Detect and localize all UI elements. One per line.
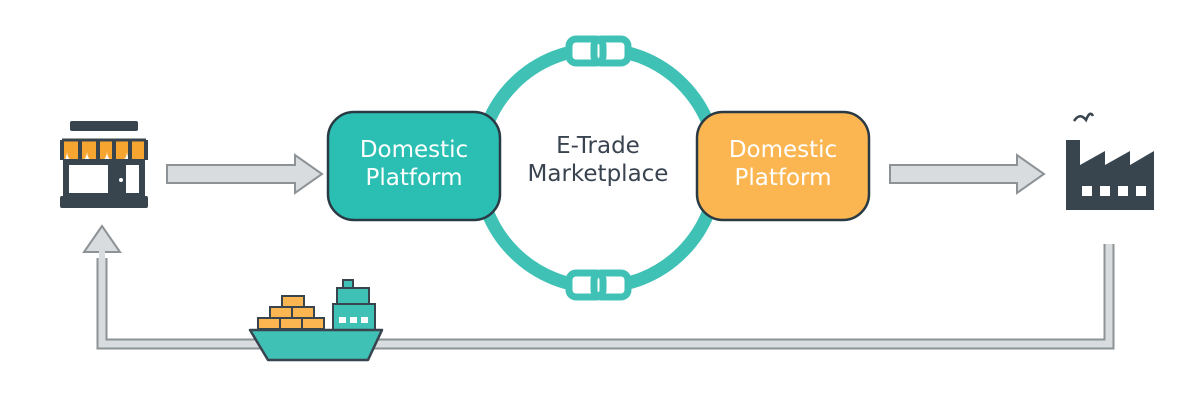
factory-icon [1066,112,1154,210]
return-arrowhead [82,224,122,253]
right-platform-label: Domestic Platform [697,136,869,192]
left-platform-line1: Domestic [359,137,469,163]
right-platform-box [695,110,871,222]
left-platform-box [326,110,502,222]
arrow-platform-to-factory [889,153,1046,195]
chain-link-icon [565,269,632,301]
store-icon [60,121,148,208]
marketplace-line1: E-Trade [556,133,640,159]
marketplace-line2: Marketplace [527,161,669,187]
return-loop-arrow-fill [98,244,1113,348]
chain-link-icon [565,35,632,67]
left-platform-label: Domestic Platform [328,136,500,192]
right-platform-line1: Domestic [728,137,838,163]
arrow-store-to-platform [166,153,324,195]
marketplace-label: E-Trade Marketplace [508,132,688,188]
cargo-ship-icon [248,279,384,362]
left-platform-line2: Platform [365,165,463,191]
right-platform-line2: Platform [734,165,832,191]
